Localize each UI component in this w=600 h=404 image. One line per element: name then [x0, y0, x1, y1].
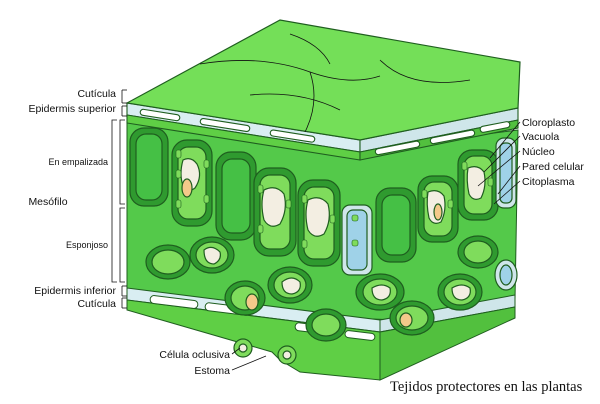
label-mesofilo: Mesófilo: [28, 196, 67, 208]
label-nucleo: Núcleo: [522, 146, 555, 158]
label-epidermis-inferior: Epidermis inferior: [34, 285, 116, 297]
label-estoma: Estoma: [194, 365, 230, 377]
label-cloroplasto: Cloroplasto: [522, 117, 575, 129]
label-celula-oclusiva: Célula oclusiva: [159, 349, 230, 361]
label-esponjoso: Esponjoso: [66, 240, 108, 250]
label-vacuola: Vacuola: [522, 131, 559, 143]
label-cuticula-bottom: Cutícula: [77, 298, 116, 310]
label-pared-celular: Pared celular: [522, 161, 584, 173]
caption: Tejidos protectores en las plantas: [390, 379, 583, 395]
label-cuticula-top: Cutícula: [77, 88, 116, 100]
label-citoplasma: Citoplasma: [522, 176, 575, 188]
left-labels: Cutícula Epidermis superior En empalizad…: [28, 88, 127, 310]
label-epidermis-superior: Epidermis superior: [28, 103, 116, 115]
label-en-empalizada: En empalizada: [48, 157, 108, 167]
